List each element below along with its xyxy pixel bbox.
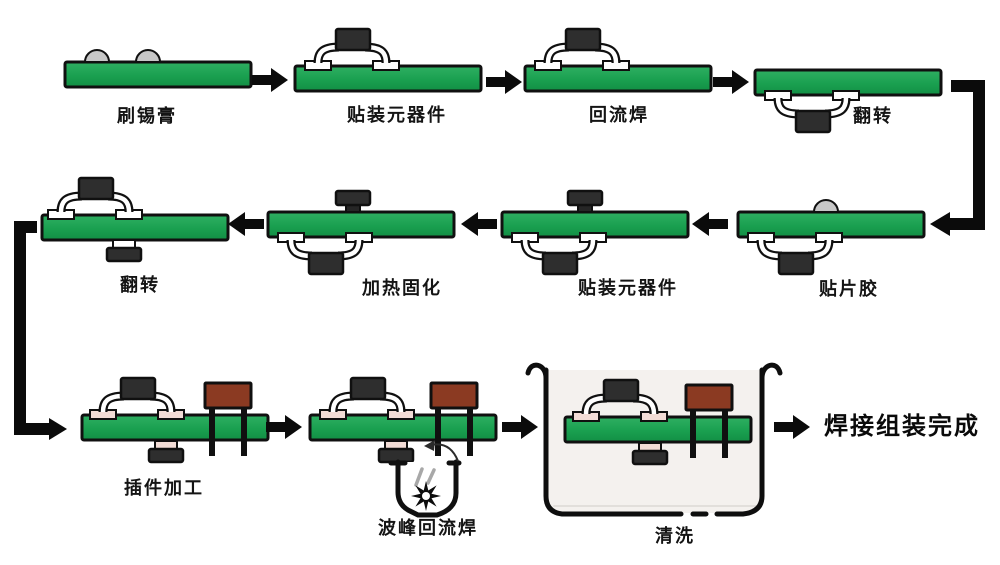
flow-arrow-icon: [252, 68, 288, 92]
spray-lines-icon: [414, 467, 436, 487]
elbow-connector-icon: [930, 80, 985, 236]
flow-arrow-icon: [228, 212, 264, 236]
label-heat-cure: 加热固化: [362, 278, 442, 298]
station-place-components-2: [500, 189, 690, 274]
station-heat-cure: [266, 189, 456, 274]
glued-component-icon: [631, 441, 669, 466]
label-place-components-1: 贴装元器件: [347, 105, 447, 125]
station-flip-2: [40, 178, 230, 263]
glued-component-icon: [105, 238, 143, 263]
solder-paste-icon: [84, 49, 110, 63]
flow-arrow-icon: [486, 70, 522, 94]
glued-component-icon: [377, 439, 415, 464]
label-flip-1: 翻转: [853, 106, 893, 126]
adhesive-dot-icon: [813, 199, 839, 213]
solder-paste-icon: [135, 49, 161, 63]
station-smt-adhesive: [736, 199, 926, 274]
flow-arrow-icon: [692, 212, 728, 236]
elbow-connector-icon: [14, 221, 67, 440]
label-place-components-2: 贴装元器件: [578, 278, 678, 298]
smd-component-icon: [320, 378, 414, 419]
smd-component-icon: [765, 91, 859, 132]
station-cleaning: [525, 362, 783, 517]
label-cleaning: 清洗: [655, 526, 695, 546]
wave-solder-pot-icon: [388, 459, 462, 518]
station-tht-insertion: [80, 378, 270, 464]
pcb-board-icon: [63, 60, 253, 89]
flow-arrow-icon: [713, 70, 749, 94]
smd-component-icon: [48, 178, 142, 219]
label-smt-adhesive: 贴片胶: [819, 279, 879, 299]
flow-arrow-icon: [502, 415, 538, 439]
smd-component-icon: [535, 29, 629, 70]
flow-arrow-icon: [461, 212, 497, 236]
glued-component-icon: [566, 189, 604, 214]
label-tht-insertion: 插件加工: [124, 478, 204, 498]
flow-arrow-icon: [774, 415, 810, 439]
smd-component-icon: [512, 233, 606, 274]
glued-component-icon: [147, 439, 185, 464]
station-solder-paste: [63, 49, 253, 89]
spray-arrow-icon: [424, 440, 459, 462]
smd-component-icon: [748, 233, 842, 274]
label-flip-2: 翻转: [120, 275, 160, 295]
smd-component-icon: [305, 29, 399, 70]
station-reflow-solder: [523, 29, 713, 93]
station-wave-reflow-solder: [308, 378, 498, 518]
flow-arrow-icon: [266, 415, 302, 439]
label-reflow-solder: 回流焊: [589, 105, 649, 125]
label-solder-paste: 刷锡膏: [117, 106, 177, 126]
station-flip-1: [753, 68, 943, 132]
label-assembly-complete: 焊接组装完成: [824, 413, 980, 440]
station-place-components-1: [293, 29, 483, 93]
smd-component-icon: [90, 378, 184, 419]
smd-component-icon: [278, 233, 372, 274]
glued-component-icon: [334, 189, 372, 214]
label-wave-solder: 波峰回流焊: [378, 518, 478, 538]
